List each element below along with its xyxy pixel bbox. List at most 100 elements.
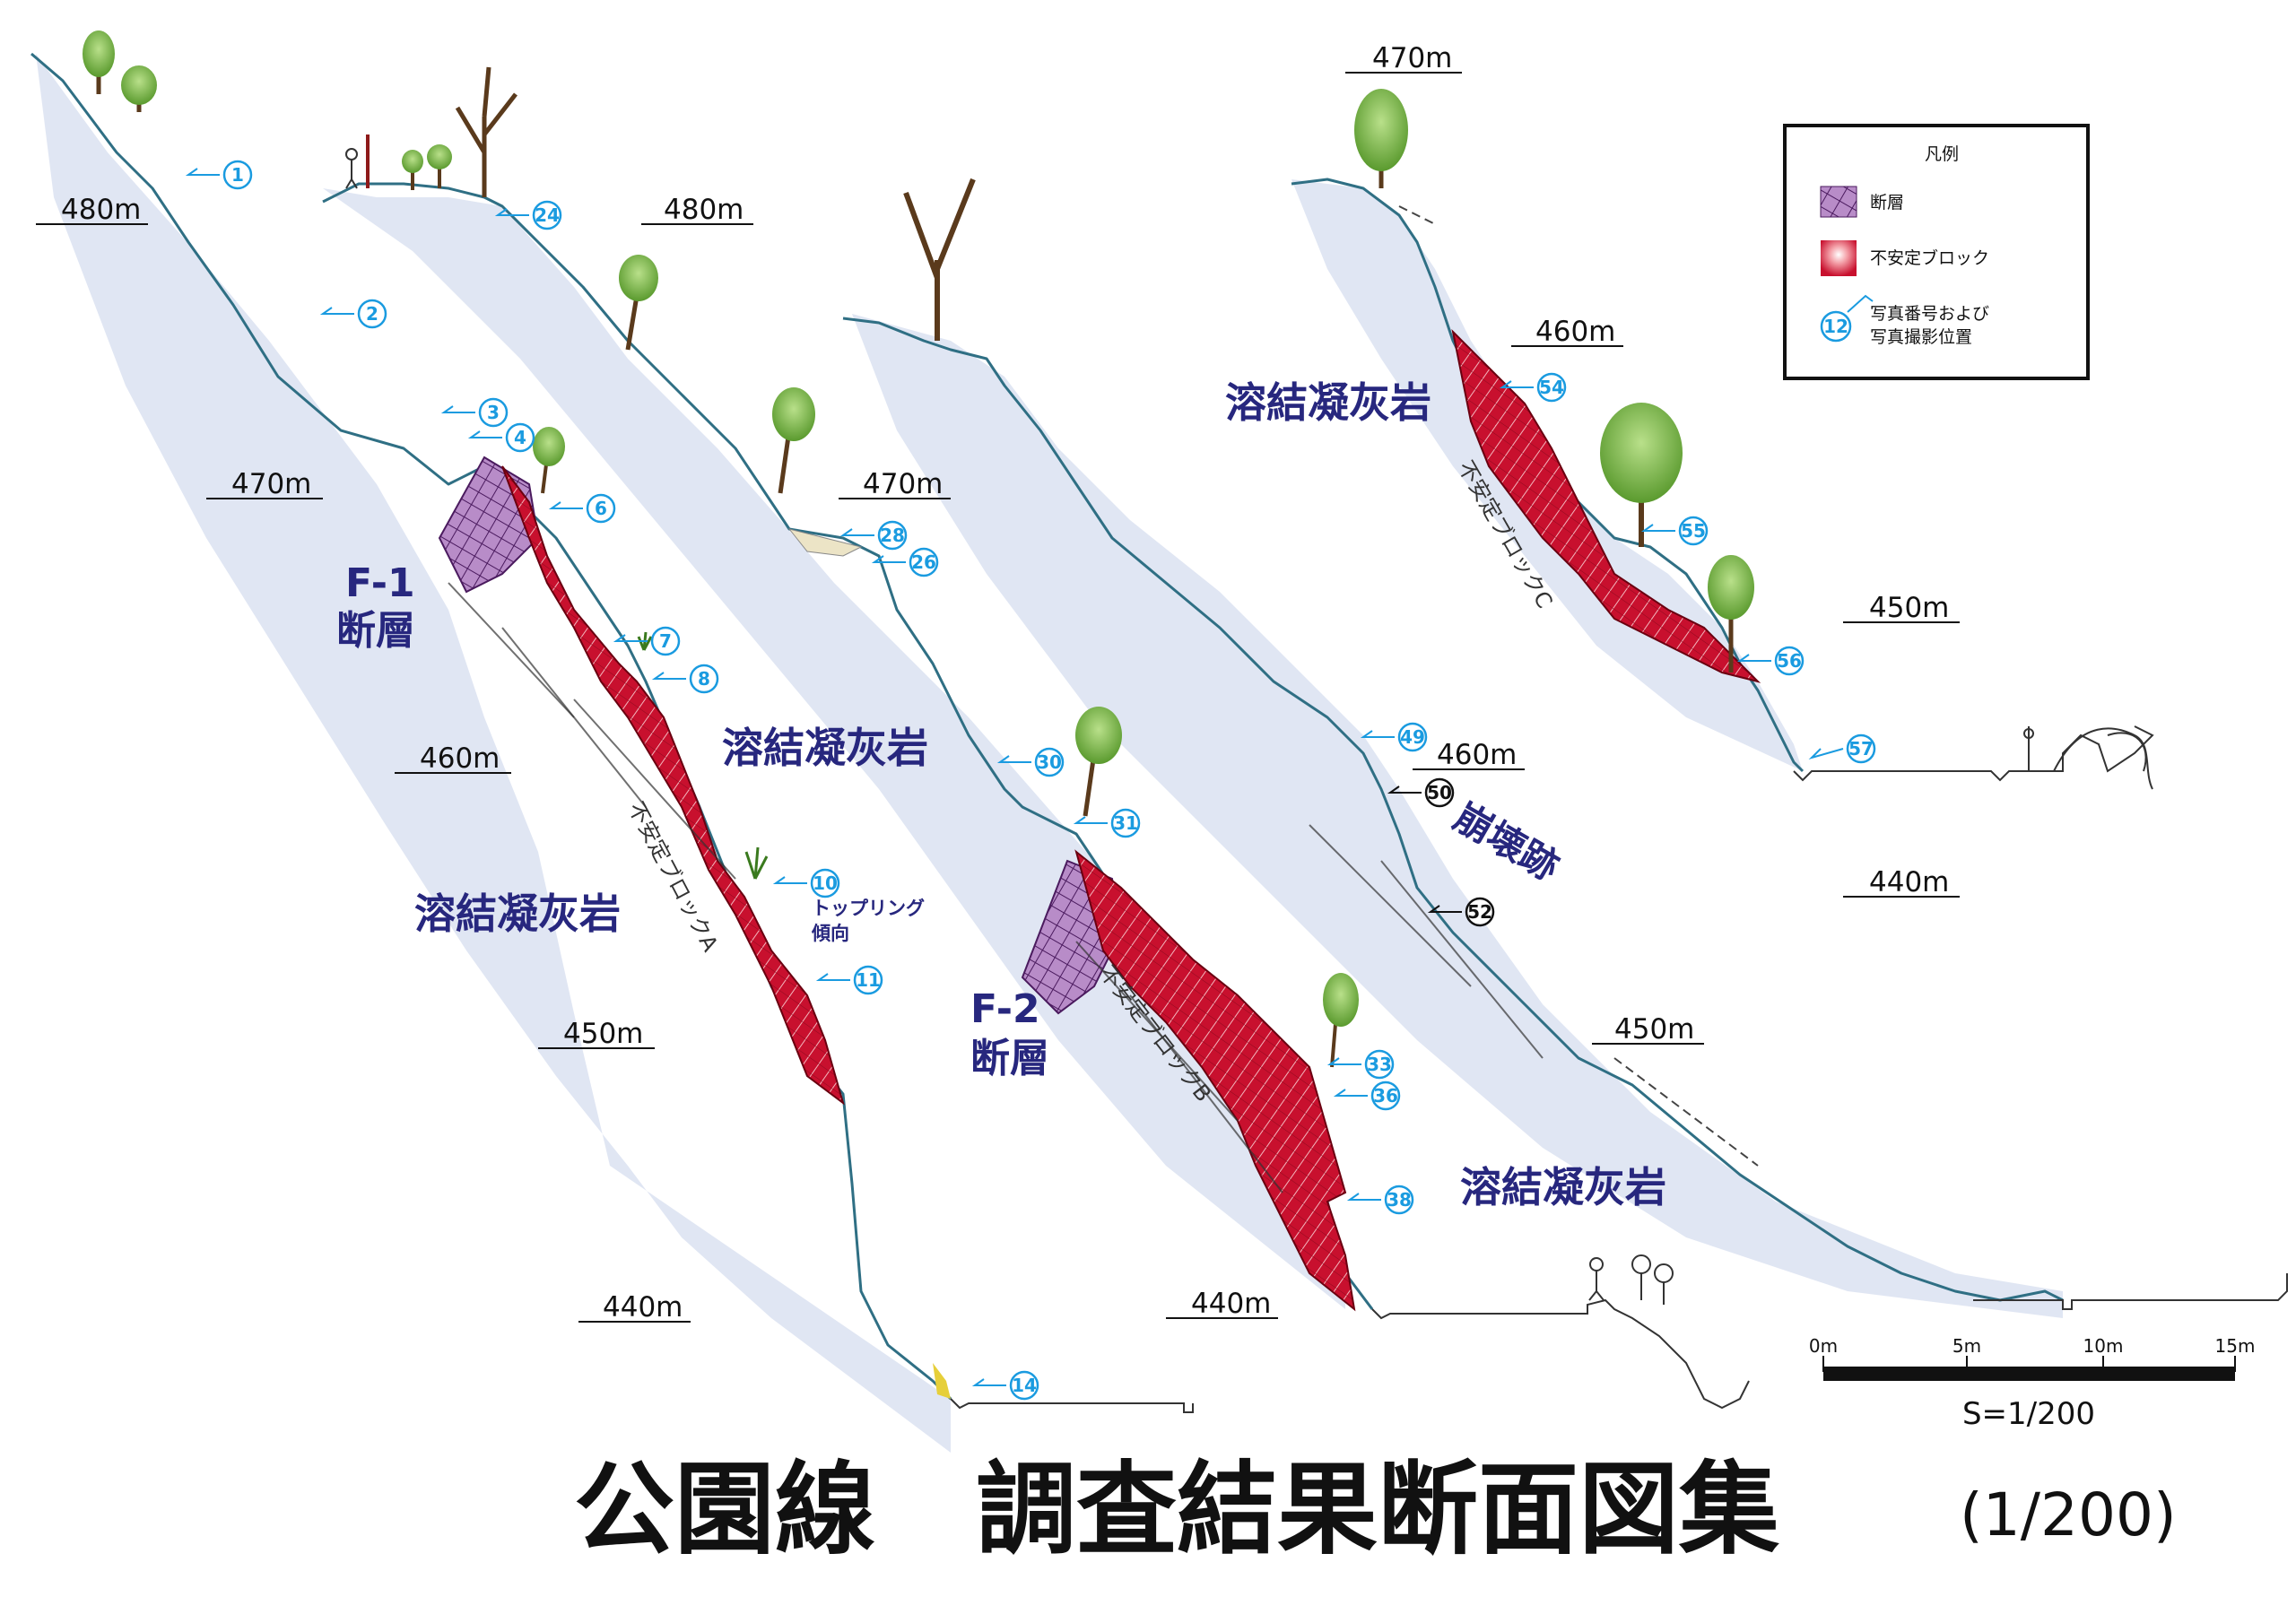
photo-marker: 3	[440, 397, 509, 428]
section-3-shade	[852, 314, 2063, 1318]
elevation-labels: 480m 480m 470m 470m 460m 450m 440m 440m …	[36, 42, 1960, 1324]
tree-icon	[427, 144, 452, 188]
svg-text:38: 38	[1387, 1189, 1412, 1211]
svg-text:460m: 460m	[420, 742, 500, 775]
svg-text:55: 55	[1681, 520, 1706, 542]
legend-photo-label-2: 写真撮影位置	[1870, 327, 1972, 347]
photo-marker: 55	[1640, 516, 1709, 546]
elevation-mark: 440m	[1843, 866, 1960, 898]
fault-f1-name: F-1	[345, 560, 415, 606]
svg-text:28: 28	[880, 525, 905, 546]
svg-text:36: 36	[1373, 1085, 1398, 1107]
tree-icon	[1708, 555, 1754, 673]
svg-text:30: 30	[1037, 751, 1062, 773]
svg-text:31: 31	[1113, 812, 1138, 834]
trees	[83, 30, 2034, 1305]
svg-text:470m: 470m	[1372, 42, 1452, 74]
photo-marker: 54	[1499, 372, 1567, 403]
section-2	[322, 182, 1750, 1410]
tree-icon	[402, 150, 423, 190]
legend-unstable-swatch	[1821, 240, 1857, 276]
photo-marker: 10	[772, 868, 840, 898]
crack-5	[1129, 994, 1283, 1193]
fault-f1-type: 断層	[336, 608, 415, 654]
photo-marker: 52	[1427, 897, 1495, 927]
tree-icon	[619, 255, 658, 351]
section-4	[1291, 178, 2154, 790]
scale-tick-0: 0m	[1809, 1335, 1838, 1357]
section-4-wall	[2107, 732, 2147, 772]
svg-text:10: 10	[813, 872, 838, 894]
unstable-block-a	[501, 465, 845, 1106]
dashed-line-1	[1613, 1057, 1759, 1167]
page-title: 公園線 調査結果断面図集	[574, 1452, 1779, 1568]
section-1-base	[950, 1398, 1194, 1413]
svg-text:50: 50	[1427, 782, 1452, 803]
legend-photo-marker	[1820, 310, 1852, 343]
elevation-mark: 470m	[839, 468, 951, 500]
dashed-line-2	[1398, 205, 1436, 225]
elevation-mark: 460m	[1511, 316, 1623, 348]
unstable-block-b	[1074, 849, 1356, 1312]
scale-tick-10: 10m	[2083, 1335, 2124, 1357]
svg-text:480m: 480m	[61, 194, 141, 226]
svg-text:54: 54	[1539, 377, 1564, 398]
legend-fault-label: 断層	[1870, 193, 1904, 213]
crack-1	[448, 582, 575, 718]
svg-text:7: 7	[659, 630, 672, 652]
section-1-surface	[30, 52, 952, 1401]
photo-marker: 7	[613, 626, 681, 656]
svg-text:3: 3	[487, 402, 500, 423]
photo-marker: 1	[185, 160, 253, 190]
photo-marker: 49	[1360, 722, 1428, 752]
elevation-mark: 450m	[538, 1018, 655, 1050]
elevation-mark: 460m	[1413, 739, 1525, 771]
photo-marker: 8	[651, 664, 719, 694]
tree-icon	[121, 65, 157, 112]
bush-icon	[1631, 1254, 1674, 1305]
elevation-mark: 480m	[641, 194, 753, 226]
svg-text:470m: 470m	[863, 468, 943, 500]
svg-text:11: 11	[856, 969, 881, 991]
bare-tree-icon	[903, 178, 976, 341]
section-2-shade	[323, 188, 1345, 1309]
svg-text:450m: 450m	[1614, 1013, 1694, 1046]
photo-marker: 11	[815, 965, 883, 995]
collapse-label: 崩壊跡	[1447, 794, 1567, 889]
svg-text:460m: 460m	[1535, 316, 1615, 348]
crack-7	[1380, 860, 1544, 1059]
person-icon	[1588, 1257, 1605, 1301]
svg-text:480m: 480m	[664, 194, 744, 226]
crack-6	[1309, 824, 1472, 987]
tree-icon	[1323, 973, 1359, 1068]
toppling-label-line2: 傾向	[811, 923, 849, 944]
legend-fault-swatch	[1820, 186, 1857, 218]
legend-unstable-label: 不安定ブロック	[1870, 247, 1989, 268]
person-icon	[345, 148, 358, 189]
bare-tree-icon	[455, 66, 517, 197]
elevation-mark: 470m	[206, 468, 323, 500]
rock-label: 溶結凝灰岩	[1225, 378, 1431, 427]
block-a-label: 不安定ブロックA	[623, 798, 724, 956]
section-3-base	[1973, 1273, 2288, 1310]
crack-2	[501, 627, 647, 808]
svg-text:52: 52	[1467, 901, 1492, 923]
photo-marker: 2	[319, 299, 387, 329]
elevation-mark: 470m	[1345, 42, 1462, 74]
svg-text:8: 8	[698, 668, 710, 690]
elevation-mark: 450m	[1592, 1013, 1704, 1046]
svg-text:440m: 440m	[1191, 1288, 1271, 1320]
section-4-base	[1793, 725, 2154, 782]
sign-icon	[2023, 726, 2034, 771]
photo-marker: 24	[494, 200, 562, 230]
svg-text:450m: 450m	[563, 1018, 643, 1050]
elevation-mark: 440m	[1166, 1288, 1278, 1320]
scale-bar: 0m 5m 10m 15m S=1/200	[1809, 1335, 2256, 1432]
section-1	[30, 52, 1194, 1453]
svg-text:56: 56	[1777, 650, 1802, 672]
svg-text:49: 49	[1400, 726, 1425, 748]
svg-text:4: 4	[514, 427, 526, 448]
photo-marker: 28	[839, 520, 908, 551]
rock-label: 溶結凝灰岩	[722, 724, 928, 772]
section-1-shade	[36, 54, 951, 1453]
